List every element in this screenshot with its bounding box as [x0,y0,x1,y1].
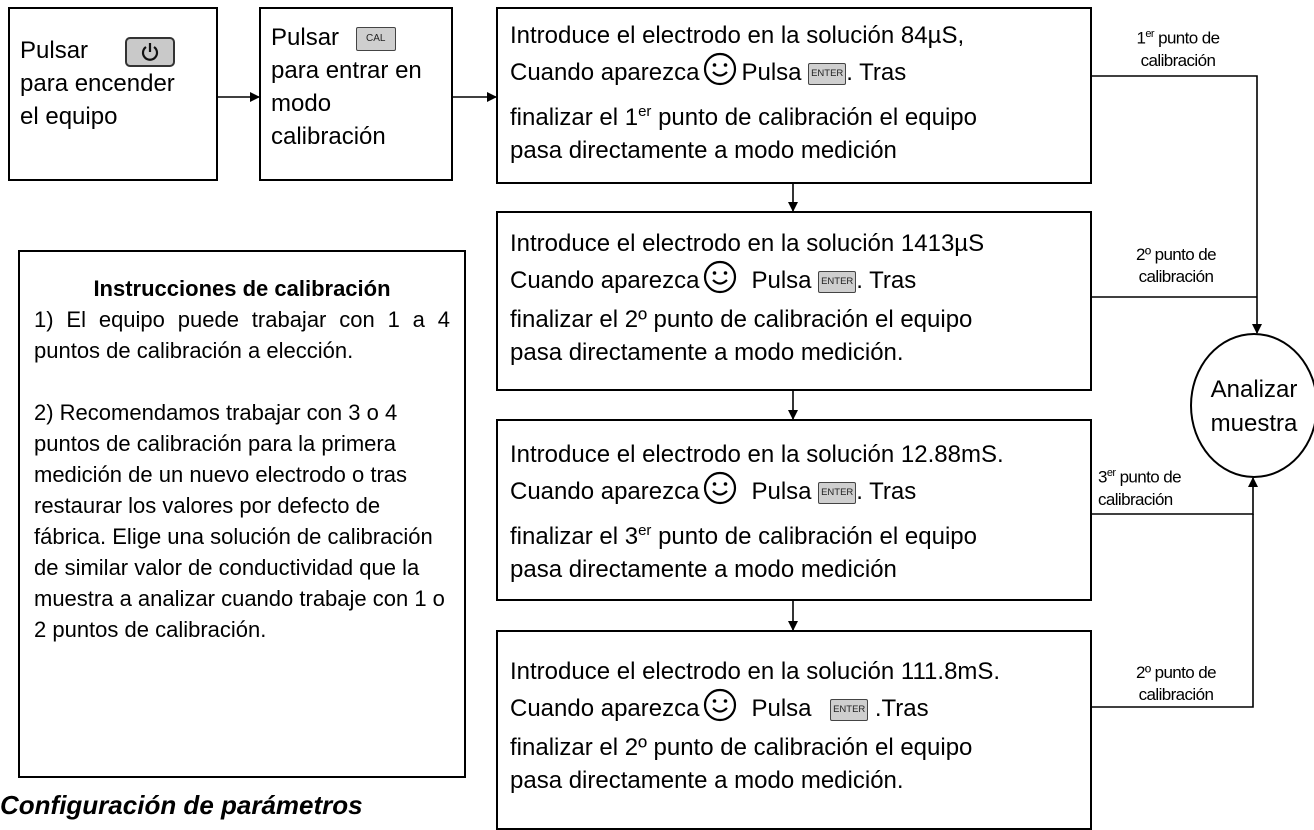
enter-button-icon: ENTER [808,62,847,85]
power-button-icon [124,36,175,67]
cal-button-icon: CAL [355,26,396,51]
edge-label-2: 2º punto de calibración [1136,245,1217,286]
smiley-icon [703,260,737,303]
cal2-line1: Introduce el electrodo en la solución 14… [510,230,985,257]
cal1-tras-text: . Tras [846,58,907,86]
cal1-line3b: punto de calibración el equipo [651,104,977,131]
cal2-pulsa-text: Pulsa [751,266,812,294]
cal4-pulsa-text: Pulsa [751,694,812,722]
cal2-tras-text: . Tras [856,266,917,294]
cal4-line2-text: Cuando aparezca [510,694,700,722]
calibration-step-1: Introduce el electrodo en la solución 84… [496,7,1092,184]
edge-label-3: 3er punto de calibración [1098,467,1182,509]
step2-pulsar-text: Pulsar [271,24,340,51]
cal3-line4: pasa directamente a modo medición [510,556,897,583]
cal1-line3a: finalizar el 1 [510,104,639,131]
smiley-icon [703,688,737,731]
calibration-step-2: Introduce el electrodo en la solución 14… [496,211,1092,391]
instructions-point-2: 2) Recomendamos trabajar con 3 o 4 punto… [34,400,445,642]
enter-button-icon: ENTER [818,270,857,293]
cal1-line2-text: Cuando aparezca [510,58,700,86]
cal3-line3a: finalizar el 3 [510,523,639,550]
step-power-on: Pulsar para encender el equipo [8,7,218,181]
step1-pulsar-text: Pulsar [20,37,89,64]
section-title: Configuración de parámetros [0,790,363,820]
instructions-title: Instrucciones de calibración [93,276,391,301]
step1-line3: el equipo [20,103,118,130]
cal3-line3-sup: er [638,522,652,539]
step1-line2: para encender [20,70,175,97]
cal3-pulsa-text: Pulsa [751,477,812,505]
smiley-icon [703,52,737,95]
cal4-tras-text: .Tras [868,694,929,722]
analyze-line2: muestra [1210,410,1298,437]
instructions-point-1: 1) El equipo puede trabajar con 1 a 4 pu… [34,307,450,363]
cal4-line1: Introduce el electrodo en la solución 11… [510,658,1001,685]
cal3-line3b: punto de calibración el equipo [651,523,977,550]
edge-label-1: 1er punto de calibración [1136,28,1221,70]
smiley-icon [703,471,737,514]
calibration-instructions: Instrucciones de calibración 1) El equip… [18,250,466,778]
cal4-line4: pasa directamente a modo medición. [510,767,904,794]
calibration-step-4: Introduce el electrodo en la solución 11… [496,630,1092,830]
cal1-line4: pasa directamente a modo medición [510,137,897,164]
cal2-line3: finalizar el 2º punto de calibración el … [510,306,973,333]
cal1-pulsa-text: Pulsa [741,58,802,86]
step2-line2: para entrar en [271,57,422,84]
cal2-line2-text: Cuando aparezca [510,266,700,294]
cal1-line1: Introduce el electrodo en la solución 84… [510,22,965,49]
step-enter-calibration: Pulsar CAL para entrar en modo calibraci… [259,7,453,181]
analyze-line1: Analizar [1210,376,1298,403]
edge-label-4: 2º punto de calibración [1136,663,1217,704]
enter-button-icon: ENTER [830,698,869,721]
cal2-line4: pasa directamente a modo medición. [510,339,904,366]
cal3-line2-text: Cuando aparezca [510,477,700,505]
cal3-tras-text: . Tras [856,477,917,505]
cal4-line3: finalizar el 2º punto de calibración el … [510,734,973,761]
step2-line4: calibración [271,123,386,150]
cal3-line1: Introduce el electrodo en la solución 12… [510,441,1004,468]
enter-button-icon: ENTER [818,481,857,504]
step2-line3: modo [271,90,332,117]
calibration-step-3: Introduce el electrodo en la solución 12… [496,419,1092,601]
line-cal4-analyze [1092,514,1254,708]
line-cal1-analyze [1092,75,1262,334]
cal1-line3-sup: er [638,103,652,120]
analyze-sample-node: Analizar muestra [1190,333,1314,478]
